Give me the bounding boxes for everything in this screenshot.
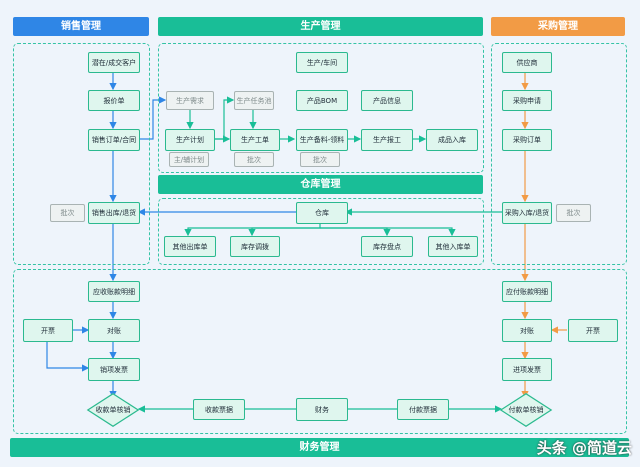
purchase-management-header: 采购管理 bbox=[491, 17, 625, 36]
payment-bill-node: 付款票据 bbox=[397, 399, 449, 420]
purchase-request-node: 采购申请 bbox=[502, 90, 552, 111]
sales-management-header: 销售管理 bbox=[13, 17, 149, 36]
production-report-node: 生产报工 bbox=[361, 129, 413, 151]
production-panel bbox=[158, 43, 484, 173]
purchase-panel bbox=[491, 43, 627, 265]
finance-management-header: 财务管理 bbox=[10, 438, 629, 457]
receivable-detail-node: 应收账款明细 bbox=[88, 281, 140, 302]
production-demand-node: 生产需求 bbox=[166, 91, 214, 110]
work-order-batch-tag: 批次 bbox=[234, 152, 274, 167]
sales-invoice-node: 销项发票 bbox=[88, 358, 140, 381]
watermark: 头条 @简道云 bbox=[536, 439, 632, 457]
warehouse-panel bbox=[158, 198, 484, 265]
production-management-header: 生产管理 bbox=[158, 17, 483, 36]
stocktake-node: 库存盘点 bbox=[361, 236, 413, 257]
purchase-inbound-node: 采购入库/退货 bbox=[502, 202, 552, 224]
customer-node: 潜在/成交客户 bbox=[88, 52, 140, 73]
main-plan-tag: 主/辅计划 bbox=[169, 152, 209, 167]
warehouse-node: 仓库 bbox=[296, 202, 348, 224]
purchase-batch-tag: 批次 bbox=[556, 204, 591, 222]
task-pool-node: 生产任务池 bbox=[234, 91, 274, 110]
finished-goods-node: 成品入库 bbox=[426, 129, 478, 151]
sales-outbound-node: 销售出库/退货 bbox=[88, 202, 140, 224]
sales-batch-tag: 批次 bbox=[50, 204, 85, 222]
supplier-node: 供应商 bbox=[502, 52, 552, 73]
stock-transfer-node: 库存调拨 bbox=[230, 236, 280, 257]
product-info-node: 产品信息 bbox=[361, 90, 413, 111]
payable-detail-node: 应付账款明细 bbox=[502, 281, 552, 302]
quote-node: 报价单 bbox=[88, 90, 140, 111]
finance-panel bbox=[13, 269, 627, 434]
purchase-invoice-node: 进项发票 bbox=[502, 358, 552, 381]
purchase-order-node: 采购订单 bbox=[502, 129, 552, 151]
warehouse-management-header: 仓库管理 bbox=[158, 175, 483, 194]
collection-verify-decision: 收款单核销 bbox=[86, 393, 140, 427]
other-outbound-node: 其他出库单 bbox=[164, 236, 216, 257]
sales-order-node: 销售订单/合同 bbox=[88, 129, 140, 151]
invoice-right-node: 开票 bbox=[568, 319, 618, 342]
material-node: 生产备料-领料 bbox=[296, 129, 348, 151]
work-order-node: 生产工单 bbox=[230, 129, 280, 151]
other-inbound-node: 其他入库单 bbox=[428, 236, 478, 257]
collection-bill-node: 收款票据 bbox=[193, 399, 245, 420]
collection-verify-label: 收款单核销 bbox=[95, 406, 131, 414]
reconcile-left-node: 对账 bbox=[88, 319, 140, 342]
payment-verify-decision: 付款单核销 bbox=[499, 393, 553, 427]
finance-node: 财务 bbox=[296, 398, 348, 421]
production-plan-node: 生产计划 bbox=[165, 129, 215, 151]
payment-verify-label: 付款单核销 bbox=[508, 406, 544, 414]
reconcile-right-node: 对账 bbox=[502, 319, 552, 342]
material-batch-tag: 批次 bbox=[300, 152, 340, 167]
workshop-node: 生产/车间 bbox=[296, 52, 348, 73]
invoice-left-node: 开票 bbox=[23, 319, 73, 342]
sales-panel bbox=[13, 43, 150, 265]
product-bom-node: 产品BOM bbox=[296, 90, 348, 111]
